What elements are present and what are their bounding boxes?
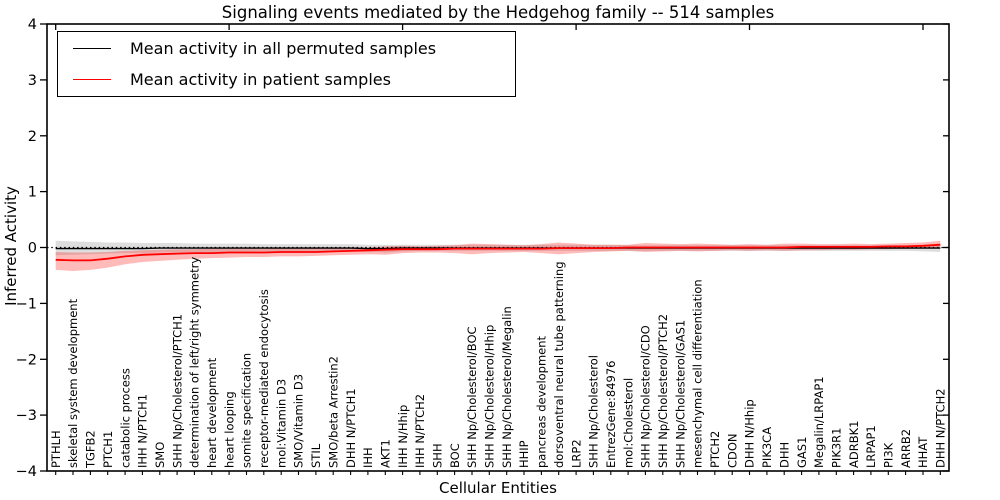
- x-tick-label: CDON: [725, 433, 739, 468]
- line-patient: [55, 243, 941, 262]
- x-tick-label: PI3K: [882, 442, 896, 468]
- legend-line-red-icon: [73, 79, 111, 80]
- legend-item-permuted: Mean activity in all permuted samples: [58, 38, 515, 60]
- x-tick-label: SHH Np/Cholesterol/CDO: [639, 325, 653, 468]
- x-tick-label: BOC: [448, 443, 462, 468]
- x-tick-label: heart development: [205, 357, 219, 468]
- x-tick-label: PTCH1: [101, 431, 115, 468]
- x-tick-label: catabolic process: [118, 368, 132, 468]
- x-tick-label: mol:Cholesterol: [621, 378, 635, 468]
- x-tick-label: somite specification: [240, 353, 254, 468]
- x-tick-label: SMO/beta Arrestin2: [326, 356, 340, 468]
- x-tick-label: PTHLH: [49, 430, 63, 468]
- x-tick-label: GAS1: [795, 437, 809, 468]
- x-tick-label: SHH Np/Cholesterol/PTCH2: [656, 314, 670, 468]
- y-tick-label: −4: [16, 464, 37, 480]
- x-tick-label: EntrezGene:84976: [604, 361, 618, 468]
- chart-title: Signaling events mediated by the Hedgeho…: [221, 3, 775, 22]
- x-tick-label: SHH Np/Cholesterol/GAS1: [673, 320, 687, 468]
- x-tick-label: skeletal system development: [66, 298, 80, 468]
- y-tick-label: −2: [16, 352, 37, 368]
- x-tick-label: IHH N/PTCH2: [413, 394, 427, 468]
- x-tick-label: DHH N/Hhip: [743, 399, 757, 468]
- x-tick-label: pancreas development: [535, 335, 549, 468]
- x-tick-label: PTCH2: [708, 431, 722, 468]
- x-tick-label: LRP2: [569, 439, 583, 468]
- x-tick-label: HHIP: [517, 440, 531, 468]
- x-tick-label: receptor-mediated endocytosis: [257, 289, 271, 468]
- legend-item-patient: Mean activity in patient samples: [58, 69, 515, 91]
- x-tick-label: Megalin/LRPAP1: [812, 376, 826, 468]
- x-tick-label: mol:Vitamin D3: [274, 379, 288, 468]
- x-tick-label: mesenchymal cell differentiation: [691, 279, 705, 468]
- x-tick-label: SHH Np/Cholesterol/Megalin: [500, 306, 514, 468]
- x-tick-label: PIK3R1: [830, 428, 844, 469]
- y-tick-label: 0: [28, 241, 37, 257]
- x-tick-label: heart looping: [222, 391, 236, 468]
- x-tick-label: PIK3CA: [760, 427, 774, 468]
- x-tick-label: SMO: [153, 442, 167, 468]
- x-tick-label: AKT1: [378, 439, 392, 468]
- x-axis-label: Cellular Entities: [439, 479, 557, 497]
- x-tick-label: DHH N/PTCH1: [344, 388, 358, 468]
- y-tick-label: −1: [16, 296, 37, 312]
- legend: Mean activity in all permuted samples Me…: [57, 31, 516, 97]
- x-tick-label: STIL: [309, 443, 323, 468]
- legend-label: Mean activity in patient samples: [130, 70, 391, 89]
- x-tick-label: SHH Np/Cholesterol/PTCH1: [170, 314, 184, 468]
- x-tick-label: SHH Np/Cholesterol: [587, 355, 601, 468]
- x-tick-label: ADRBK1: [847, 421, 861, 468]
- x-tick-label: TGFB2: [84, 430, 98, 469]
- x-tick-label: DHH: [777, 442, 791, 468]
- x-tick-label: DHH N/PTCH2: [934, 388, 948, 468]
- x-tick-label: SHH: [431, 443, 445, 468]
- x-tick-label: LRPAP1: [864, 425, 878, 468]
- y-tick-label: −3: [16, 408, 37, 424]
- y-tick-label: 3: [28, 73, 37, 89]
- x-tick-label: determination of left/right symmetry: [188, 257, 202, 468]
- y-tick-label: 1: [28, 185, 37, 201]
- x-tick-label: SHH Np/Cholesterol/BOC: [465, 326, 479, 468]
- y-tick-label: 2: [28, 129, 37, 145]
- y-axis-label: Inferred Activity: [2, 186, 20, 306]
- legend-line-black-icon: [73, 48, 111, 49]
- x-tick-label: IHH N/Hhip: [396, 405, 410, 468]
- legend-label: Mean activity in all permuted samples: [130, 39, 437, 58]
- x-tick-label: ARRB2: [899, 429, 913, 468]
- x-tick-label: SMO/Vitamin D3: [292, 374, 306, 468]
- y-tick-label: 4: [28, 17, 37, 33]
- x-tick-label: SHH Np/Cholesterol/Hhip: [483, 325, 497, 468]
- x-tick-label: IHH N/PTCH1: [136, 394, 150, 468]
- x-tick-label: dorsoventral neural tube patterning: [552, 261, 566, 468]
- x-tick-label: HHAT: [916, 436, 930, 468]
- x-tick-label: IHH: [361, 447, 375, 468]
